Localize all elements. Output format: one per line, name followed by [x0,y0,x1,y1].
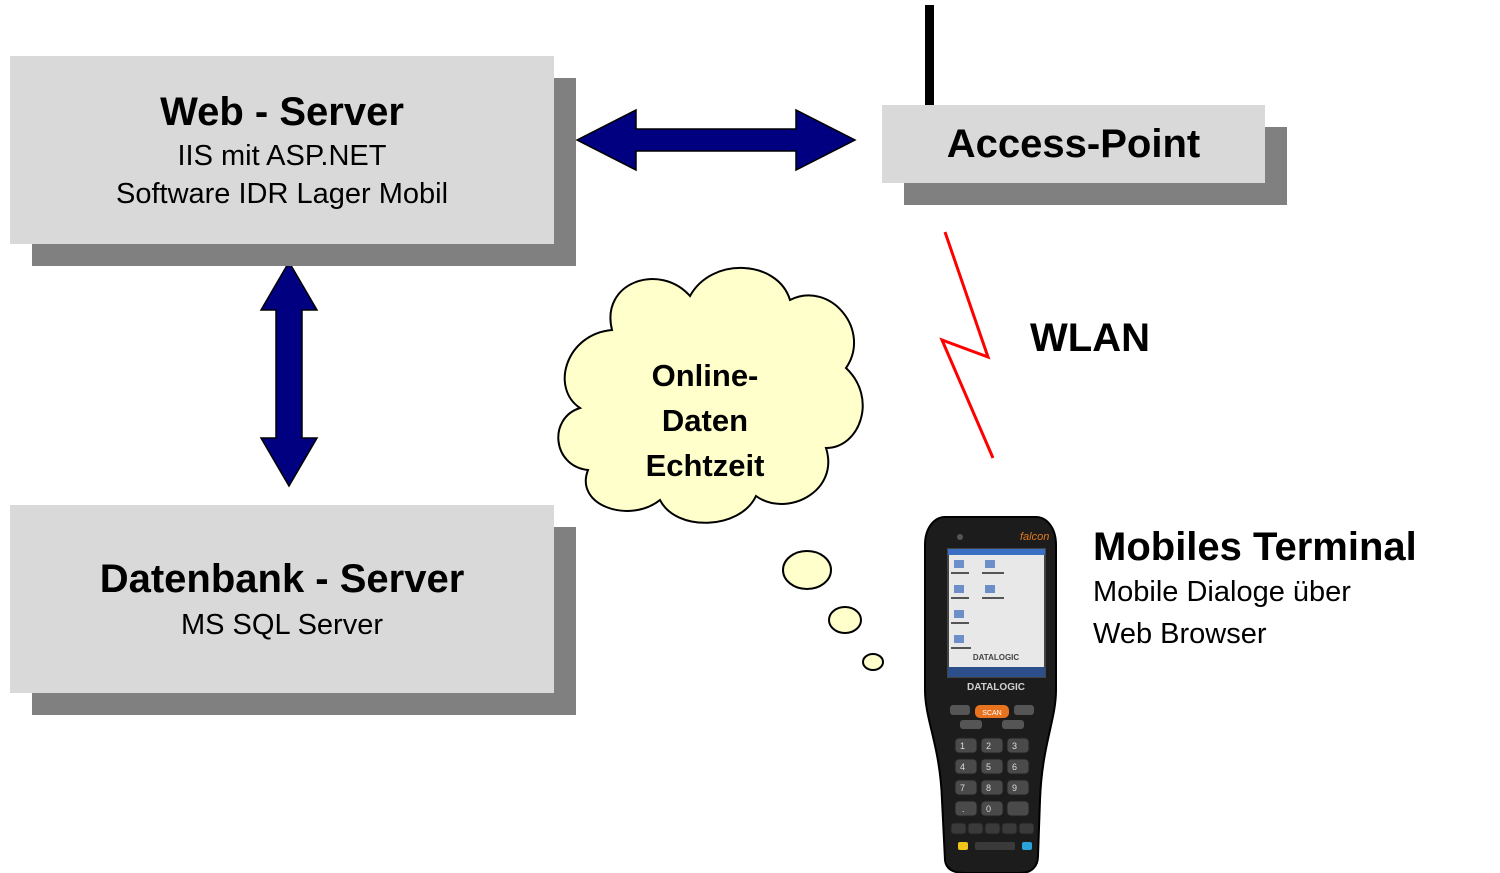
terminal-title: Mobiles Terminal [1093,525,1417,569]
cloud-line2: Daten [661,403,749,438]
web-to-database-arrow [259,260,319,488]
database-server-box: Datenbank - Server MS SQL Server [10,505,554,693]
database-server-line1: MS SQL Server [181,609,383,641]
access-point-box: Access-Point [882,105,1265,183]
cloud-line3: Echtzeit [645,448,765,483]
svg-text:falcon: falcon [1020,531,1049,543]
svg-text:1: 1 [960,741,965,751]
wlan-label: WLAN [1030,316,1150,360]
cloud-label: Online- Daten Echtzeit [640,353,770,488]
thought-cloud [557,266,884,671]
svg-text:2: 2 [986,741,991,751]
terminal-line2: Web Browser [1093,618,1267,650]
terminal-line1: Mobile Dialoge über [1093,576,1351,608]
web-to-access-point-arrow [575,108,857,172]
svg-text:8: 8 [986,783,991,793]
terminal-label: Mobiles Terminal Mobile Dialoge über Web… [1093,523,1417,655]
svg-text:4: 4 [960,762,965,772]
scan-key-label: SCAN [982,710,1001,717]
svg-text:6: 6 [1012,762,1017,772]
web-server-line2: Software IDR Lager Mobil [115,178,449,210]
svg-text:7: 7 [960,783,965,793]
web-server-line1: IIS mit ASP.NET [177,140,387,172]
access-point-title: Access-Point [946,122,1201,166]
database-server-title: Datenbank - Server [99,557,465,601]
svg-text:9: 9 [1012,783,1017,793]
antenna-line [925,5,934,108]
svg-text:5: 5 [986,762,991,772]
cloud-line1: Online- [651,358,759,393]
device-brand-text: DATALOGIC [967,682,1025,693]
svg-text:0: 0 [986,804,991,814]
svg-text:.: . [962,804,965,814]
web-server-title: Web - Server [160,90,404,134]
web-server-box: Web - Server IIS mit ASP.NET Software ID… [10,56,554,244]
screen-brand-text: DATALOGIC [973,653,1020,662]
svg-text:3: 3 [1012,741,1017,751]
wlan-lightning [939,231,995,459]
